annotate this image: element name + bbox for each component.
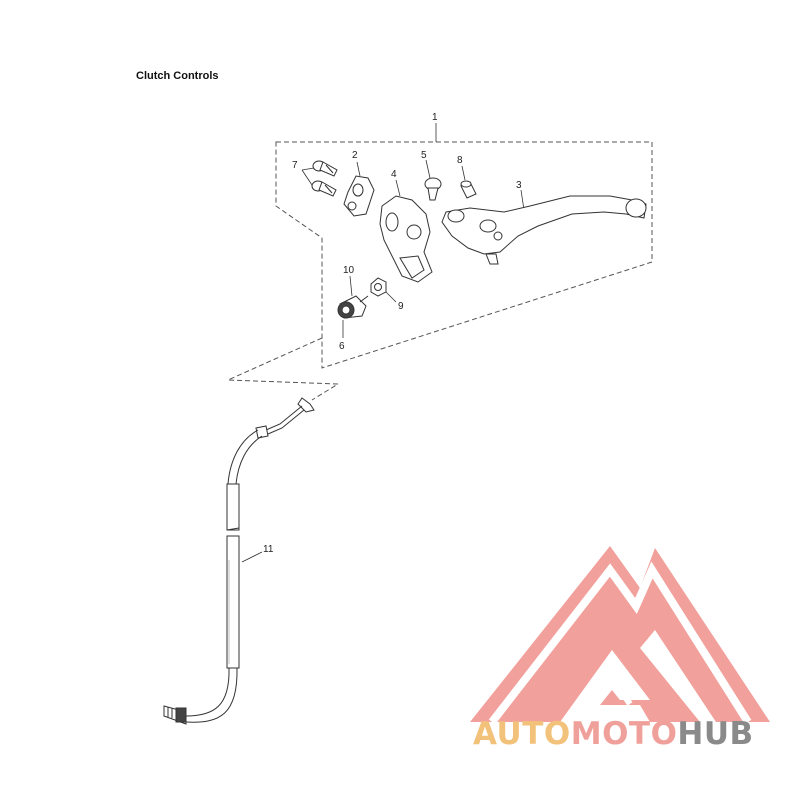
callout-1: 1: [432, 112, 438, 142]
watermark-logo: [470, 546, 770, 725]
callout-7-label: 7: [292, 160, 298, 171]
callout-2-label: 2: [352, 150, 358, 161]
callout-4-label: 4: [391, 169, 397, 180]
watermark-part-auto: AUTO: [473, 716, 571, 752]
callout-5-label: 5: [421, 150, 427, 161]
watermark-logo-mark: [470, 546, 770, 722]
part-5-pivot-bolt: [424, 159, 442, 201]
watermark-part-hub: HUB: [677, 716, 754, 752]
callout-3-label: 3: [516, 180, 522, 191]
watermark-part-moto: MOTO: [570, 716, 678, 752]
callout-1-label: 1: [432, 112, 438, 123]
callout-6-label: 6: [339, 341, 345, 352]
watermark-wordmark: AUTOMOTOHUB: [473, 716, 754, 752]
part-3-clutch-lever: [441, 189, 647, 265]
diagram-title: Clutch Controls: [136, 70, 219, 82]
part-4-lever-perch: [379, 179, 433, 283]
part-11-clutch-cable: [163, 397, 315, 725]
part-10-switch: [337, 275, 369, 319]
part-8-bush: [460, 165, 477, 199]
callout-10-label: 10: [343, 265, 355, 276]
group-outline: [227, 141, 653, 401]
part-2-clamp: [343, 161, 375, 217]
part-7-bolts: [301, 160, 338, 197]
callout-8-label: 8: [457, 155, 463, 166]
callout-9-label: 9: [398, 301, 404, 312]
part-9-nut: [370, 277, 397, 303]
callout-11-label: 11: [263, 544, 274, 555]
